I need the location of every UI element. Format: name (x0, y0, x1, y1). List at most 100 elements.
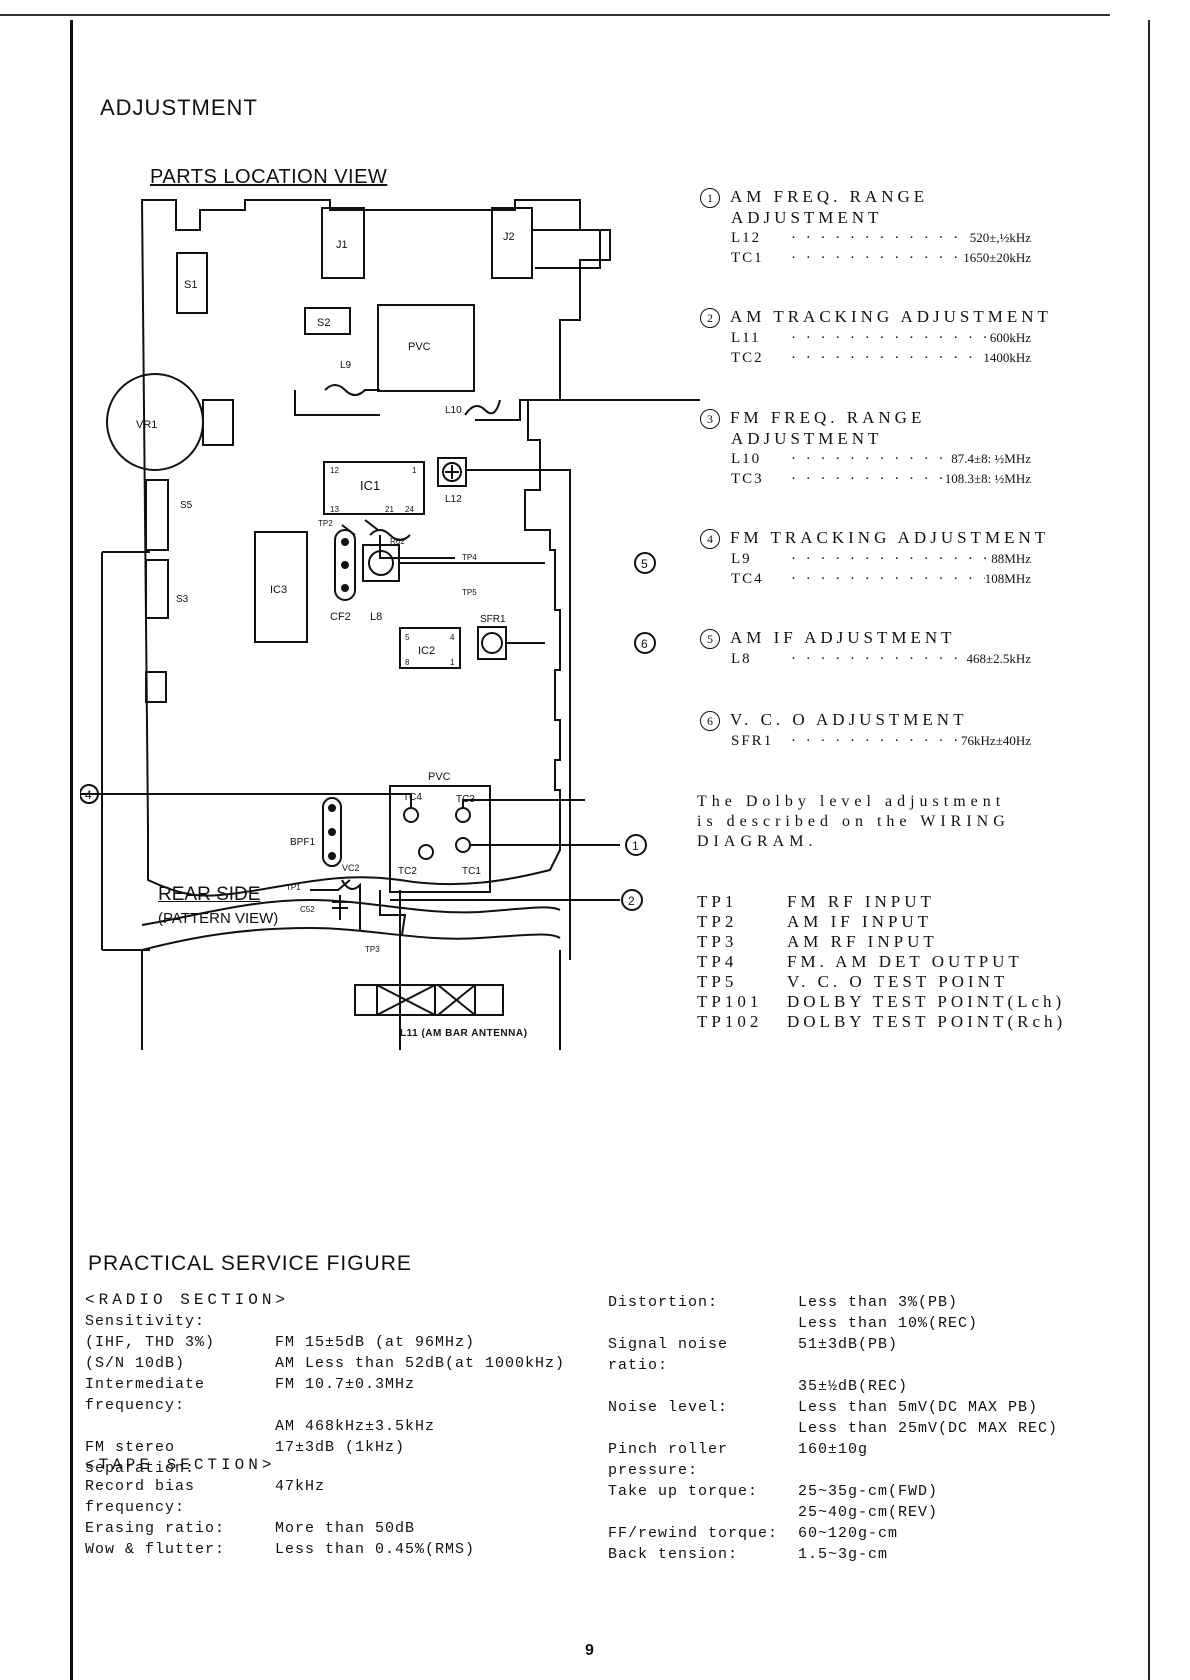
svg-text:TC2: TC2 (398, 866, 417, 877)
adjustment-label: TC3 (731, 471, 764, 488)
callout-4-circle (80, 784, 99, 804)
callout-number: 5 (700, 629, 720, 650)
callout-number: 2 (700, 308, 720, 329)
rear-pvc-label: PVC (428, 771, 451, 783)
svg-text:13: 13 (330, 505, 339, 514)
svg-text:1: 1 (412, 466, 417, 475)
callout-1-circle (625, 834, 647, 856)
spec-row: (S/N 10dB)AM Less than 52dB(at 1000kHz) (85, 1355, 566, 1372)
tp1-label: TP1 (286, 883, 301, 892)
l10-label: L10 (445, 405, 462, 416)
adjustment-value: 600kHz (989, 330, 1031, 346)
radio-heading: <RADIO SECTION> (85, 1291, 290, 1309)
callout-5-circle (634, 552, 656, 574)
svg-text:5: 5 (641, 557, 648, 571)
adjustment-value: 1650±20kHz (963, 250, 1031, 266)
adjustment-title: V. C. O ADJUSTMENT (730, 710, 968, 729)
left-border (70, 20, 73, 1680)
adjustment-value: 87.4±8: ½MHz (951, 451, 1031, 467)
svg-text:6: 6 (641, 637, 648, 651)
callout-2-circle (621, 889, 643, 911)
callout-number: 4 (700, 529, 720, 550)
practical-title: PRACTICAL SERVICE FIGURE (88, 1252, 412, 1275)
adjustment-label: L11 (731, 330, 761, 347)
callout-6-circle (634, 632, 656, 654)
l8-label: L8 (370, 611, 382, 623)
adjustment-title: AM IF ADJUSTMENT (730, 628, 956, 647)
spec-row: Less than 25mV(DC MAX REC) (798, 1420, 1059, 1437)
adjustment-title-2: ADJUSTMENT (731, 429, 883, 449)
adjustment-title-2: ADJUSTMENT (731, 208, 883, 228)
vr1-label: VR1 (136, 419, 157, 431)
r62-label: R62 (390, 537, 405, 546)
tp5-label: TP5 (462, 588, 477, 597)
page-number: 9 (585, 1642, 594, 1659)
adjustment-label: L8 (731, 651, 752, 668)
callout-number: 6 (700, 711, 720, 732)
sfr1-label: SFR1 (480, 614, 506, 625)
adjustment-value: 88MHz (991, 551, 1031, 567)
callout-1-line (466, 469, 571, 960)
tp4-label: TP4 (462, 553, 477, 562)
upper-board-outline (140, 199, 611, 897)
callout-4-line (80, 793, 412, 808)
adjustment-value: 468±2.5kHz (966, 651, 1031, 667)
callout-number: 3 (700, 409, 720, 430)
l9-label: L9 (340, 360, 352, 371)
spec-row: Take up torque:25~35g-cm(FWD) (608, 1483, 939, 1500)
s5-label: S5 (180, 500, 193, 511)
adjustment-title: AM FREQ. RANGE (730, 187, 929, 206)
svg-text:TC1: TC1 (462, 866, 481, 877)
spec-row: Signal noise ratio:51±3dB(PB) (608, 1336, 899, 1374)
adjustment-title: AM TRACKING ADJUSTMENT (730, 307, 1052, 326)
j1-label: J1 (336, 239, 348, 251)
adjustment-label: TC4 (731, 571, 764, 588)
pvc-label: PVC (408, 341, 431, 353)
tp3-label: TP3 (365, 945, 380, 954)
s1-label: S1 (184, 279, 197, 291)
dolby-note-line: The Dolby level adjustment (697, 793, 1006, 810)
ic3-label: IC3 (270, 584, 287, 596)
callout-number: 1 (700, 188, 720, 209)
adjustment-label: TC1 (731, 250, 764, 267)
adjustment-value: 1400kHz (983, 350, 1031, 366)
tape-heading: <TAPE SECTION> (85, 1456, 276, 1474)
svg-text:1: 1 (632, 839, 639, 853)
adjustment-title: FM FREQ. RANGE (730, 408, 926, 427)
svg-text:4: 4 (450, 633, 455, 642)
svg-text:24: 24 (405, 505, 414, 514)
svg-text:TC4: TC4 (403, 792, 422, 803)
parts-location-title: PARTS LOCATION VIEW (150, 166, 388, 188)
j2-label: J2 (503, 231, 515, 243)
spec-row: 25~40g-cm(REV) (798, 1504, 939, 1521)
right-border (1148, 20, 1150, 1680)
svg-text:4: 4 (85, 788, 92, 802)
s3-label: S3 (176, 594, 189, 605)
svg-text:5: 5 (405, 633, 410, 642)
svg-text:21: 21 (385, 505, 394, 514)
adjustment-label: TC2 (731, 350, 764, 367)
spec-row: Distortion:Less than 3%(PB) (608, 1294, 959, 1311)
spec-row: Intermediate frequency:FM 10.7±0.3MHz (85, 1376, 416, 1414)
spec-row: Noise level:Less than 5mV(DC MAX PB) (608, 1399, 1039, 1416)
svg-text:VC2: VC2 (342, 863, 360, 873)
spec-row: Pinch roller pressure:160±10g (608, 1441, 869, 1479)
adjustment-value: 108MHz (984, 571, 1031, 587)
adjustment-value: 520±,½kHz (969, 230, 1031, 246)
callout-3-line (475, 399, 700, 421)
ic2-label: IC2 (418, 645, 435, 657)
l12-label: L12 (445, 494, 462, 505)
antenna-label: L11 (AM BAR ANTENNA) (400, 1028, 528, 1039)
tape-specs-right: Distortion:Less than 3%(PB) Less than 10… (608, 1292, 1143, 1565)
